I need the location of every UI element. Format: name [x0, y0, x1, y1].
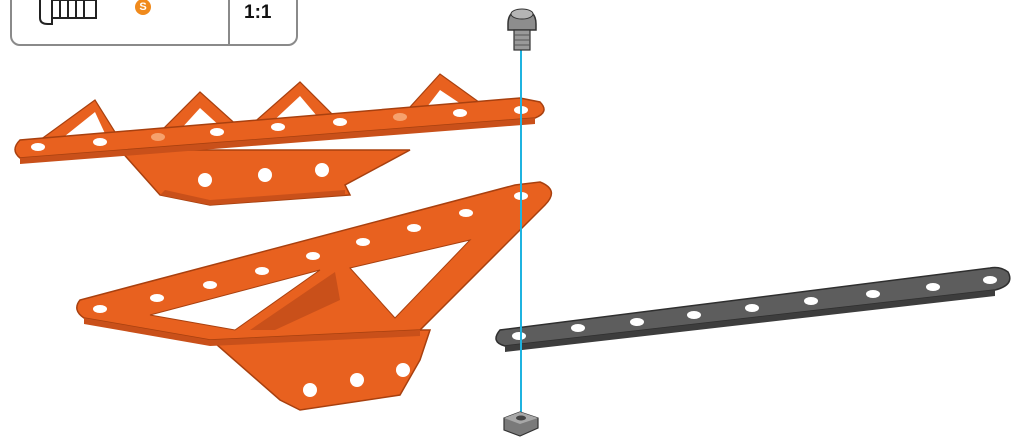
parts-divider	[228, 0, 230, 44]
lower-bracket-frame	[76, 181, 553, 341]
screw-icon	[39, 0, 97, 25]
parts-legend-box: S 1:1	[10, 0, 298, 46]
scale-label: 1:1	[244, 2, 272, 23]
upper-orange-bracket	[14, 73, 545, 206]
screw-icon	[507, 8, 537, 51]
part-badge-icon: S	[135, 0, 151, 15]
lower-bracket-side-plate	[198, 329, 432, 411]
nut-icon	[503, 411, 539, 437]
grey-flat-strip	[495, 266, 1011, 352]
lower-orange-bracket	[76, 181, 553, 411]
